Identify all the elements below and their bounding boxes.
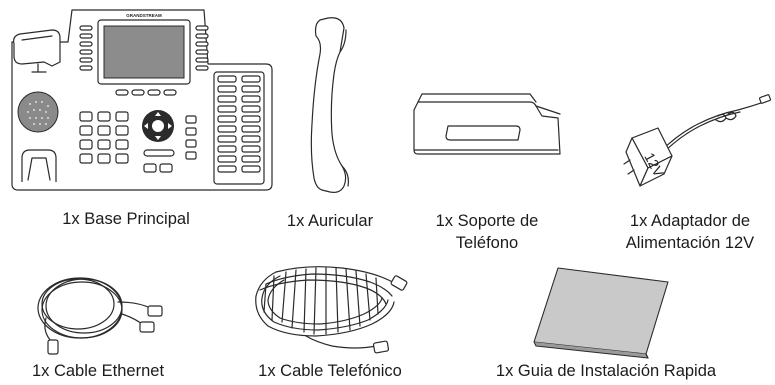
base-caption-line1: 1x Base Principal	[62, 210, 190, 228]
ethernet-caption-line1: 1x Cable Ethernet	[31, 362, 165, 380]
ethernet-caption: 1x Cable Ethernet	[0, 360, 196, 382]
adapter-illustration: 12V	[618, 94, 774, 198]
phone-cord-illustration	[246, 262, 416, 360]
stand-caption-line2: Teléfono	[455, 234, 519, 252]
quick-guide-caption-line1: 1x Guia de Instalación Rapida	[495, 362, 717, 380]
ethernet-cable-illustration	[34, 262, 174, 358]
adapter-caption-line2: Alimentación 12V	[625, 234, 755, 252]
adapter-caption: 1x Adaptador de Alimentación 12V	[606, 210, 774, 254]
handset-caption: 1x Auricular	[260, 210, 400, 232]
stand-illustration	[412, 90, 562, 162]
handset-caption-line1: 1x Auricular	[286, 212, 374, 230]
base-phone-illustration: GRANDSTREAM	[8, 6, 276, 194]
stand-caption-line1: 1x Soporte de	[435, 212, 539, 230]
quick-guide-caption: 1x Guia de Instalación Rapida	[458, 360, 754, 382]
handset-illustration	[300, 14, 360, 198]
base-caption: 1x Base Principal	[26, 208, 226, 230]
stand-caption: 1x Soporte de Teléfono	[412, 210, 562, 254]
phone-cord-caption-line1: 1x Cable Telefónico	[258, 362, 402, 380]
brand-text: GRANDSTREAM	[126, 13, 162, 18]
adapter-caption-line1: 1x Adaptador de	[629, 212, 751, 230]
phone-cord-caption: 1x Cable Telefónico	[232, 360, 428, 382]
quick-guide-illustration	[528, 262, 678, 359]
